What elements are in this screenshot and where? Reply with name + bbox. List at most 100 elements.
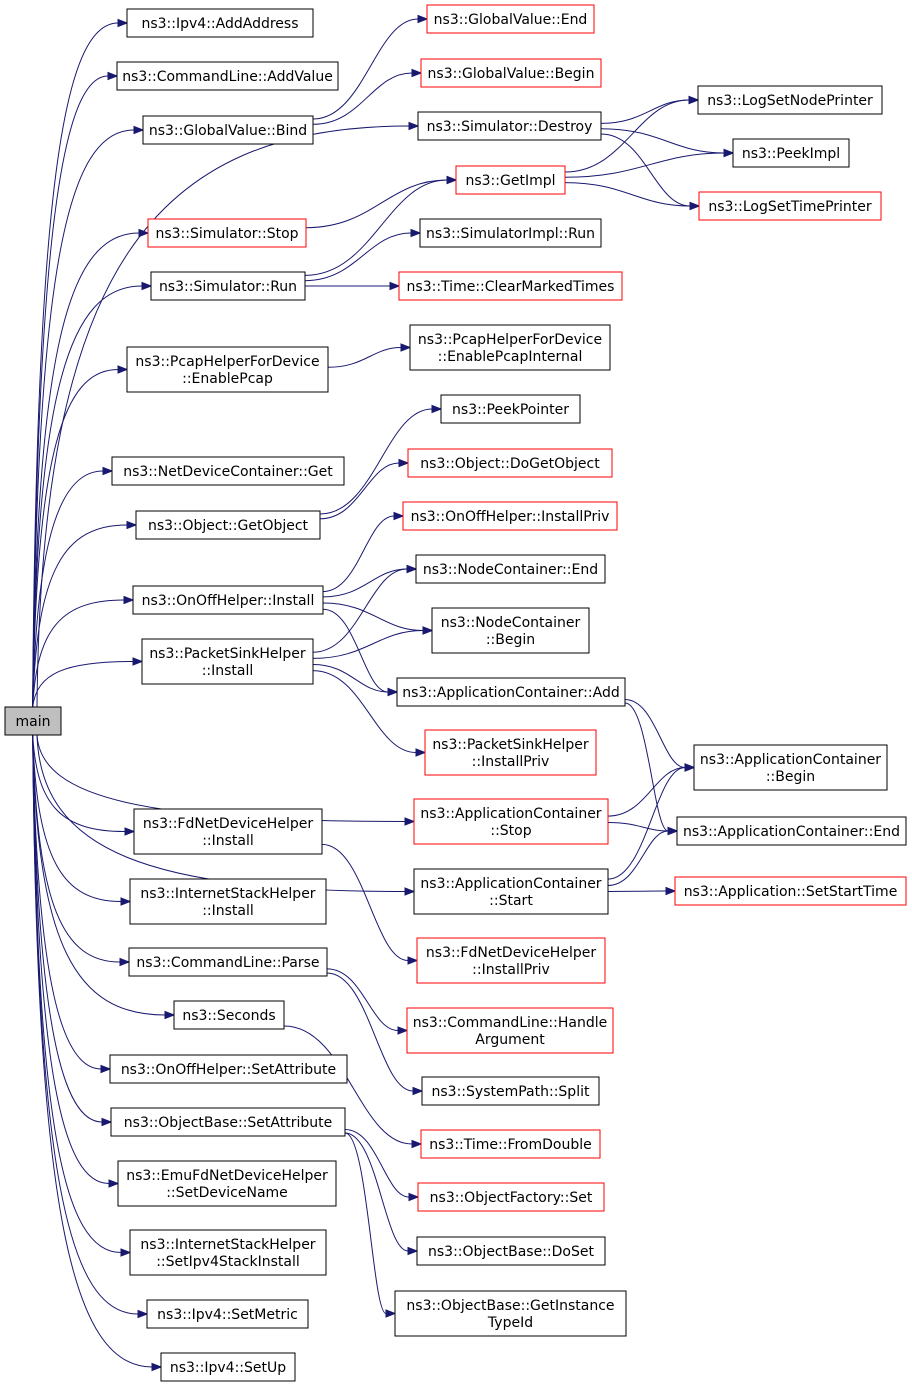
node-obj-getobject[interactable]: ns3::Object::GetObject xyxy=(135,510,321,540)
node-emu-setdevicename[interactable]: ns3::EmuFdNetDeviceHelper::SetDeviceName xyxy=(117,1160,337,1207)
edge-psh_install-to-nc_begin xyxy=(312,630,424,659)
node-ac-stop[interactable]: ns3::ApplicationContainer::Stop xyxy=(413,798,609,845)
edge-psh_install-to-nc_end xyxy=(312,568,408,653)
node-box xyxy=(110,1107,346,1137)
node-cmd-addvalue[interactable]: ns3::CommandLine::AddValue xyxy=(116,61,339,91)
node-ob-doset[interactable]: ns3::ObjectBase::DoSet xyxy=(416,1236,606,1266)
node-box xyxy=(142,115,314,145)
node-time-clearmarked[interactable]: ns3::Time::ClearMarkedTimes xyxy=(398,271,623,301)
edge-main-to-onoff_install xyxy=(32,599,125,708)
node-label: ns3::GlobalValue::Begin xyxy=(428,66,595,82)
node-ipv4-setup[interactable]: ns3::Ipv4::SetUp xyxy=(160,1352,296,1382)
node-peekpointer[interactable]: ns3::PeekPointer xyxy=(440,394,581,424)
node-main[interactable]: main xyxy=(4,706,62,736)
edge-ob_setattribute-to-of_set xyxy=(344,1129,410,1198)
arrowhead-getimpl-to-peekimpl xyxy=(723,148,735,158)
node-label: ns3::Ipv4::SetMetric xyxy=(157,1307,298,1323)
node-label: ns3::Application::SetStartTime xyxy=(684,884,898,900)
node-ac-end[interactable]: ns3::ApplicationContainer::End xyxy=(676,816,907,846)
edge-main-to-ob_setattribute xyxy=(32,734,103,1123)
node-ipv4-setmetric[interactable]: ns3::Ipv4::SetMetric xyxy=(146,1299,309,1329)
node-time-fromdouble[interactable]: ns3::Time::FromDouble xyxy=(420,1129,601,1159)
node-ac-begin[interactable]: ns3::ApplicationContainer::Begin xyxy=(693,744,888,791)
node-label: ns3::OnOffHelper::InstallPriv xyxy=(411,509,610,525)
node-sim-destroy[interactable]: ns3::Simulator::Destroy xyxy=(417,111,602,141)
node-ndc-get[interactable]: ns3::NetDeviceContainer::Get xyxy=(111,456,345,486)
node-seconds[interactable]: ns3::Seconds xyxy=(173,1000,285,1030)
node-onoff-installpriv[interactable]: ns3::OnOffHelper::InstallPriv xyxy=(402,501,618,531)
arrowhead-main-to-ac_stop xyxy=(404,817,416,826)
node-label: ::Start xyxy=(489,893,533,909)
node-of-set[interactable]: ns3::ObjectFactory::Set xyxy=(417,1182,605,1212)
node-getimpl[interactable]: ns3::GetImpl xyxy=(455,165,566,195)
node-box xyxy=(693,744,888,791)
edge-main-to-obj_getobject xyxy=(32,524,128,708)
node-ac-start[interactable]: ns3::ApplicationContainer::Start xyxy=(413,868,609,915)
edge-ac_start-to-ac_end xyxy=(607,830,669,886)
node-ish-install[interactable]: ns3::InternetStackHelper::Install xyxy=(129,878,327,925)
node-gv-bind[interactable]: ns3::GlobalValue::Bind xyxy=(142,115,314,145)
node-label: ns3::NodeContainer xyxy=(441,615,581,631)
node-box xyxy=(128,947,328,977)
node-gv-end[interactable]: ns3::GlobalValue::End xyxy=(426,4,595,34)
node-box xyxy=(421,1076,600,1106)
arrowhead-main-to-seconds xyxy=(164,1010,176,1020)
node-box xyxy=(132,585,324,615)
node-fdnd-installpriv[interactable]: ns3::FdNetDeviceHelper::InstallPriv xyxy=(416,937,606,984)
arrowhead-gv_bind-to-gv_begin xyxy=(411,68,423,78)
arrowhead-main-to-sim_stop xyxy=(138,228,150,238)
arrowhead-main-to-emu_setdevicename xyxy=(108,1179,120,1188)
node-logsetnodeprinter[interactable]: ns3::LogSetNodePrinter xyxy=(697,85,883,115)
arrowhead-main-to-ish_install xyxy=(120,897,132,906)
node-box xyxy=(160,1352,296,1382)
node-label: ns3::Ipv4::SetUp xyxy=(170,1360,286,1376)
node-box xyxy=(129,1229,327,1276)
node-onoff-setattribute[interactable]: ns3::OnOffHelper::SetAttribute xyxy=(109,1054,348,1084)
node-box xyxy=(413,798,609,845)
node-ish-setipv4[interactable]: ns3::InternetStackHelper::SetIpv4StackIn… xyxy=(129,1229,327,1276)
edge-sim_stop-to-getimpl xyxy=(305,179,448,229)
node-label: ns3::FdNetDeviceHelper xyxy=(426,945,596,961)
arrowhead-psh_install-to-ac_add xyxy=(387,687,399,697)
node-ipv4-addaddress[interactable]: ns3::Ipv4::AddAddress xyxy=(126,8,314,38)
arrowhead-ob_setattribute-to-ob_doset xyxy=(407,1246,419,1256)
node-label: ns3::NetDeviceContainer::Get xyxy=(123,464,333,480)
node-ob-setattribute[interactable]: ns3::ObjectBase::SetAttribute xyxy=(110,1107,346,1137)
node-label: ns3::GetImpl xyxy=(465,173,555,189)
node-sp-split[interactable]: ns3::SystemPath::Split xyxy=(421,1076,600,1106)
node-fdnd-install[interactable]: ns3::FdNetDeviceHelper::Install xyxy=(133,808,323,855)
arrowhead-psh_install-to-nc_begin xyxy=(422,626,434,635)
node-onoff-install[interactable]: ns3::OnOffHelper::Install xyxy=(132,585,324,615)
edge-ac_stop-to-ac_begin xyxy=(607,767,686,817)
node-box xyxy=(396,677,626,707)
node-sim-run[interactable]: ns3::Simulator::Run xyxy=(150,271,306,301)
node-ac-add[interactable]: ns3::ApplicationContainer::Add xyxy=(396,677,626,707)
node-nc-end[interactable]: ns3::NodeContainer::End xyxy=(415,554,606,584)
node-label: ::InstallPriv xyxy=(472,754,550,770)
node-pcap-enablepcap[interactable]: ns3::PcapHelperForDevice::EnablePcap xyxy=(126,346,329,393)
edge-main-to-cmd_addvalue xyxy=(32,75,109,708)
node-sim-stop[interactable]: ns3::Simulator::Stop xyxy=(147,218,307,248)
node-obj-dogetobject[interactable]: ns3::Object::DoGetObject xyxy=(407,448,613,478)
arrowhead-gv_bind-to-gv_end xyxy=(417,14,429,24)
edge-onoff_install-to-nc_begin xyxy=(322,602,424,631)
node-nc-begin[interactable]: ns3::NodeContainer::Begin xyxy=(431,607,590,654)
node-simimpl-run[interactable]: ns3::SimulatorImpl::Run xyxy=(419,218,602,248)
edge-ac_add-to-ac_begin xyxy=(624,699,686,768)
node-cmd-parse[interactable]: ns3::CommandLine::Parse xyxy=(128,947,328,977)
node-app-setstarttime[interactable]: ns3::Application::SetStartTime xyxy=(674,876,907,906)
arrowhead-psh_install-to-psh_installpriv xyxy=(415,748,427,757)
edge-main-to-ish_setipv4 xyxy=(32,734,122,1253)
node-pcap-enablepcapinternal[interactable]: ns3::PcapHelperForDevice::EnablePcapInte… xyxy=(409,324,611,371)
node-box xyxy=(697,85,883,115)
node-logsettimeprinter[interactable]: ns3::LogSetTimePrinter xyxy=(698,191,882,221)
node-psh-installpriv[interactable]: ns3::PacketSinkHelper::InstallPriv xyxy=(424,729,597,776)
node-peekimpl[interactable]: ns3::PeekImpl xyxy=(732,138,850,168)
node-gv-begin[interactable]: ns3::GlobalValue::Begin xyxy=(420,58,602,88)
edge-onoff_install-to-nc_end xyxy=(322,568,408,598)
node-label: ns3::FdNetDeviceHelper xyxy=(143,816,313,832)
node-psh-install[interactable]: ns3::PacketSinkHelper::Install xyxy=(141,638,314,685)
